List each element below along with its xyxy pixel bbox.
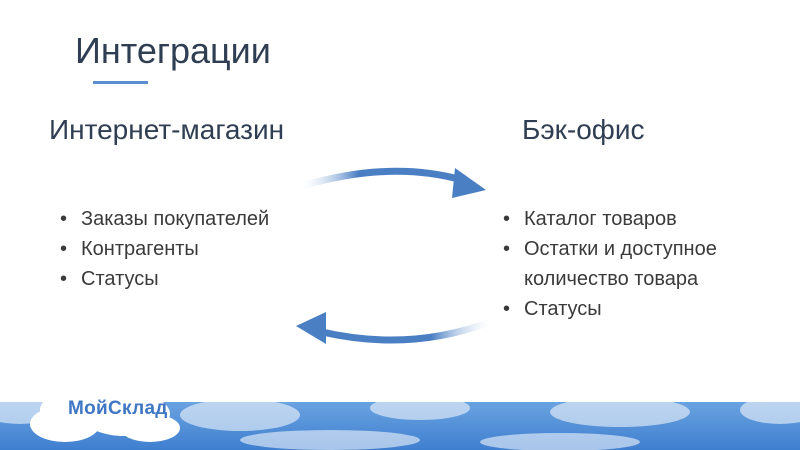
list-item-text: Заказы покупателей bbox=[81, 208, 270, 230]
list-item: • Контрагенты bbox=[57, 234, 297, 264]
list-item: • Заказы покупателей bbox=[57, 204, 297, 234]
bullet-icon: • bbox=[503, 298, 511, 320]
bullet-icon: • bbox=[503, 238, 511, 260]
arrow-left-icon bbox=[296, 312, 494, 344]
list-item: • Остатки и доступное количество товара bbox=[500, 234, 790, 294]
bullet-icon: • bbox=[60, 238, 68, 260]
slide-title: Интеграции bbox=[75, 30, 271, 71]
moysklad-logo: МойСклад bbox=[68, 398, 168, 419]
back-office-list: • Каталог товаров • Остатки и доступное ко… bbox=[500, 204, 790, 324]
list-item-text: Статусы bbox=[524, 298, 602, 320]
list-item: • Каталог товаров bbox=[500, 204, 790, 234]
online-store-list: • Заказы покупателей • Контрагенты • Статус… bbox=[57, 204, 297, 294]
list-item-text: Остатки и доступное количество товара bbox=[524, 238, 717, 290]
title-underline bbox=[93, 81, 148, 84]
list-item-text: Статусы bbox=[81, 268, 159, 290]
heading-online-store: Интернет-магазин bbox=[49, 114, 285, 145]
bullet-icon: • bbox=[60, 208, 68, 230]
bullet-icon: • bbox=[503, 208, 511, 230]
cloud-footer bbox=[0, 388, 800, 450]
list-item-text: Каталог товаров bbox=[524, 208, 677, 230]
list-item: • Статусы bbox=[57, 264, 297, 294]
list-item-text: Контрагенты bbox=[81, 238, 199, 260]
heading-back-office: Бэк-офис bbox=[522, 114, 645, 145]
list-item: • Статусы bbox=[500, 294, 790, 324]
arrow-right-icon bbox=[298, 167, 486, 198]
bullet-icon: • bbox=[60, 268, 68, 290]
